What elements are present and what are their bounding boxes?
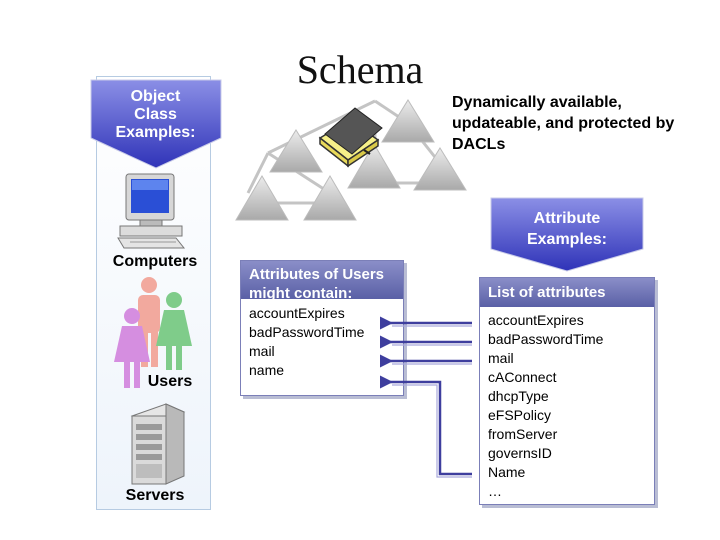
arrow-name xyxy=(380,372,472,476)
user-attribute-item: mail xyxy=(249,343,275,359)
object-class-banner xyxy=(90,79,222,169)
user-attribute-item: accountExpires xyxy=(249,305,345,321)
book-icon xyxy=(318,107,383,168)
schema-description: Dynamically available, updateable, and p… xyxy=(452,94,675,153)
attribute-list-header: List of attributes xyxy=(480,278,654,307)
users-label: Users xyxy=(147,373,193,390)
attribute-item: badPasswordTime xyxy=(488,331,604,347)
server-icon xyxy=(130,403,186,485)
attribute-item: mail xyxy=(488,350,514,366)
attribute-item: Name xyxy=(488,464,526,480)
attribute-examples-banner xyxy=(490,197,644,272)
attribute-item: dhcpType xyxy=(488,388,549,404)
user-attributes-list: accountExpires badPasswordTime mail name xyxy=(241,299,403,380)
user-attributes-box: Attributes of Users might contain: accou… xyxy=(240,260,404,396)
attribute-banner-line2: Examples: xyxy=(526,231,608,248)
attribute-item: accountExpires xyxy=(488,312,584,328)
user-attribute-item: name xyxy=(249,362,285,378)
user-attribute-item: badPasswordTime xyxy=(249,324,365,340)
user-attributes-title-line2: might contain: xyxy=(249,285,353,302)
attribute-item: eFSPolicy xyxy=(488,407,552,423)
object-class-banner-line2: Class xyxy=(134,106,177,123)
object-class-banner-line1: Object xyxy=(130,88,181,105)
attribute-item: … xyxy=(488,483,502,499)
computers-label: Computers xyxy=(112,253,198,270)
attribute-list-box: List of attributes accountExpires badPas… xyxy=(479,277,655,505)
mapping-arrows xyxy=(380,313,472,478)
attribute-item: fromServer xyxy=(488,426,558,442)
object-class-banner-line3: Examples: xyxy=(115,124,196,141)
attribute-item: governsID xyxy=(488,445,552,461)
slide-title: Schema xyxy=(296,47,424,92)
attribute-banner-line1: Attribute xyxy=(533,210,601,227)
servers-label: Servers xyxy=(125,487,185,504)
attribute-list: accountExpires badPasswordTime mail cACo… xyxy=(480,307,654,501)
user-attributes-title-line1: Attributes of Users xyxy=(249,266,385,283)
computer-icon xyxy=(117,173,186,249)
schema-tree-icon xyxy=(235,99,467,221)
attribute-item: cAConnect xyxy=(488,369,557,385)
users-icon xyxy=(114,277,192,388)
user-attributes-header: Attributes of Users might contain: xyxy=(241,261,403,302)
